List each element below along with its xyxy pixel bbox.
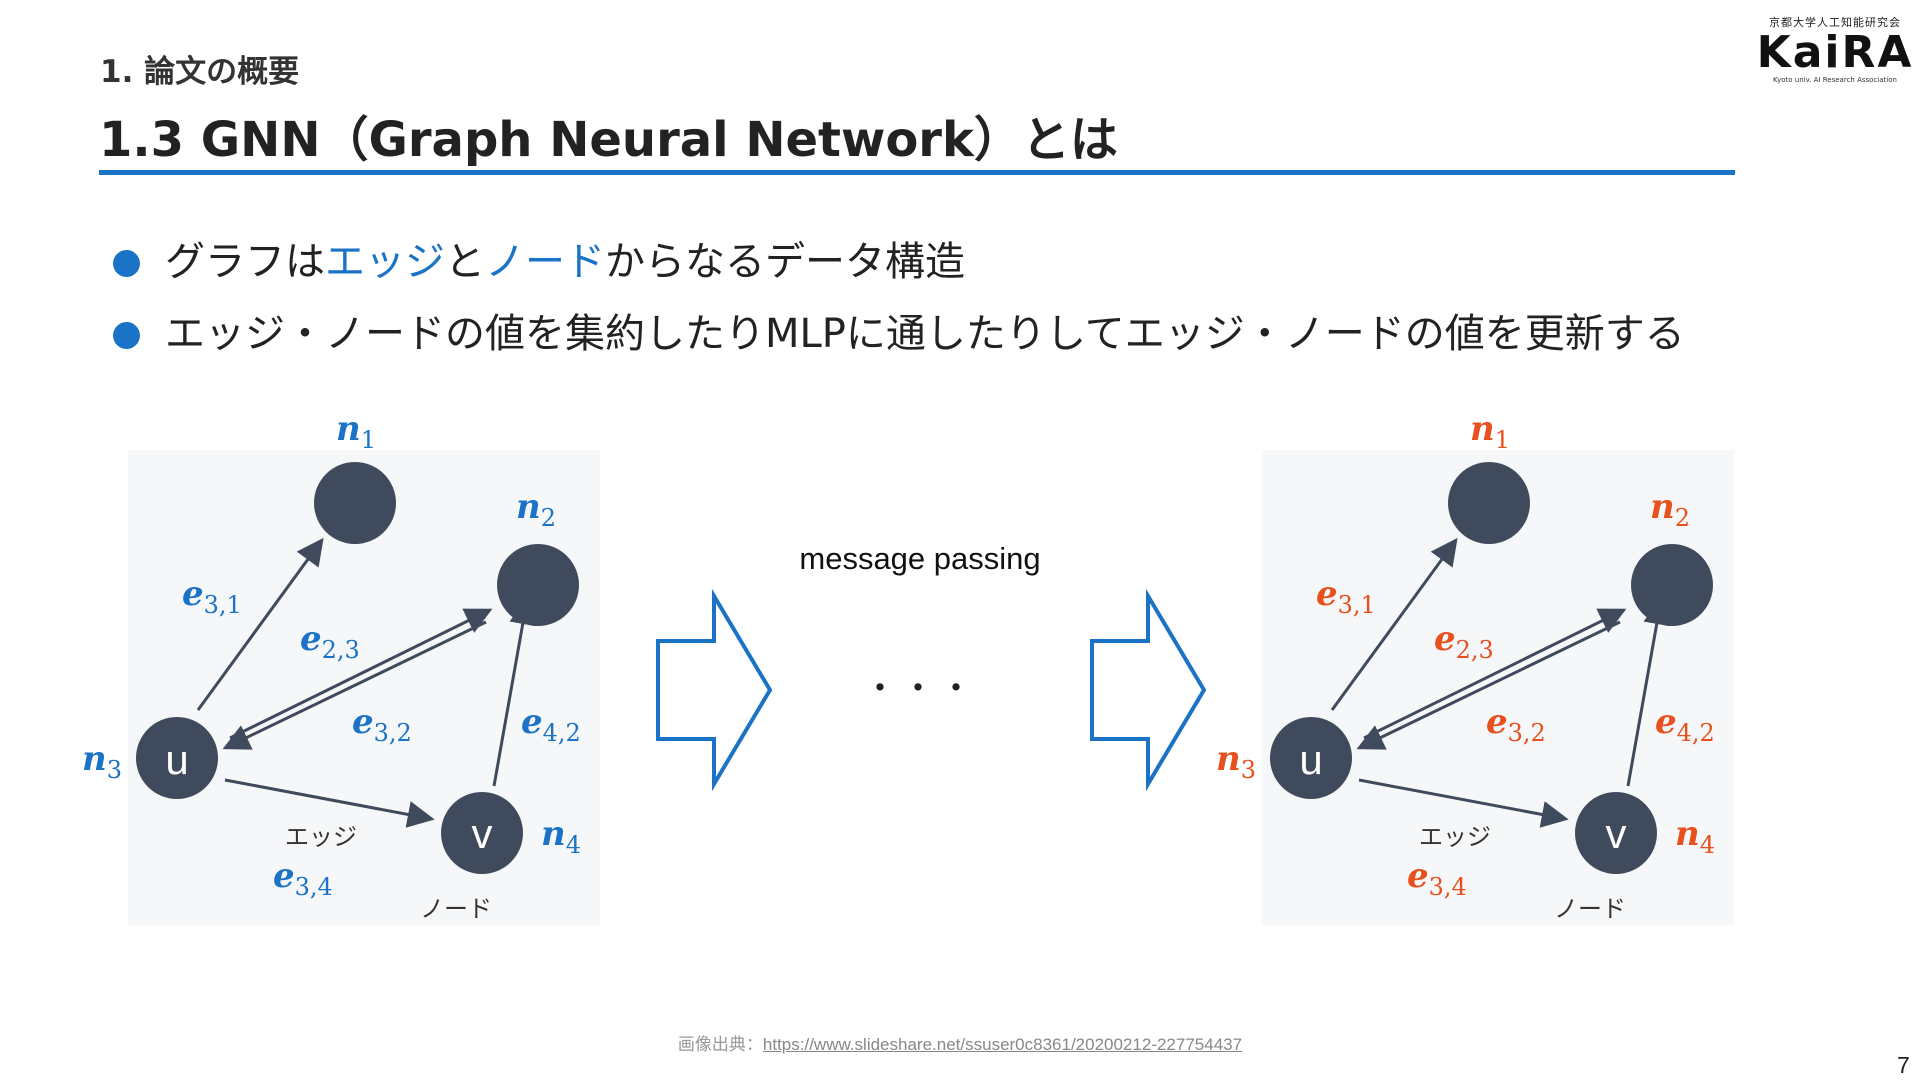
title-underline bbox=[99, 170, 1735, 175]
label-n2: n2 bbox=[516, 487, 556, 532]
kaira-logo: 京都大学人工知能研究会 KaiRA Kyoto univ. AI Researc… bbox=[1755, 14, 1915, 84]
edge-3-1 bbox=[1330, 537, 1458, 711]
bullet-dot-icon bbox=[113, 322, 140, 349]
edge-word-label: エッジ bbox=[285, 823, 357, 851]
logo-tagline: Kyoto univ. AI Research Association bbox=[1773, 76, 1897, 84]
label-e31: e3,1 bbox=[1316, 574, 1376, 619]
label-e42: e4,2 bbox=[1655, 702, 1715, 747]
node-2 bbox=[1631, 544, 1713, 626]
node-v-label: v bbox=[1606, 810, 1627, 857]
bullet-1-pre: グラフは bbox=[165, 239, 325, 285]
graph-before: u v エッジ ノード n1 n2 n3 n4 e3,1 e2,3 e3,2 e… bbox=[82, 409, 600, 925]
edge-2-3 bbox=[1356, 620, 1621, 750]
page-number: 7 bbox=[1897, 1052, 1910, 1078]
edge-3-2 bbox=[1363, 608, 1627, 740]
edge-3-1 bbox=[196, 537, 324, 711]
label-n3: n3 bbox=[82, 739, 122, 784]
edge-3-4 bbox=[224, 778, 435, 828]
label-e31: e3,1 bbox=[182, 574, 242, 619]
label-e32: e3,2 bbox=[1486, 702, 1546, 747]
right-arrow-icon bbox=[656, 588, 773, 792]
node-1 bbox=[1448, 462, 1530, 544]
edge-4-2 bbox=[492, 597, 537, 787]
bullet-1-mid: と bbox=[445, 239, 485, 285]
source-link[interactable]: https://www.slideshare.net/ssuser0c8361/… bbox=[762, 1035, 1243, 1054]
label-e42: e4,2 bbox=[521, 702, 581, 747]
label-e34: e3,4 bbox=[1407, 856, 1467, 901]
node-v bbox=[441, 792, 523, 874]
node-u bbox=[1270, 717, 1352, 799]
label-e23: e2,3 bbox=[1434, 619, 1494, 664]
bullet-1-post: からなるデータ構造 bbox=[605, 239, 965, 285]
bullet-1-edge-term: エッジ bbox=[325, 239, 445, 285]
label-e23: e2,3 bbox=[300, 619, 360, 664]
label-n4: n4 bbox=[541, 814, 581, 859]
label-e32: e3,2 bbox=[352, 702, 412, 747]
section-label: 1. 論文の概要 bbox=[100, 54, 300, 90]
edge-word-label: エッジ bbox=[1419, 823, 1491, 851]
bullet-list: グラフはエッジとノードからなるデータ構造 エッジ・ノードの値を集約したりMLPに… bbox=[113, 226, 1685, 370]
graph-after: u v エッジ ノード n1 n2 n3 n4 e3,1 e2,3 e3,2 e… bbox=[1216, 409, 1734, 925]
label-n1: n1 bbox=[336, 409, 376, 454]
bullet-dot-icon bbox=[113, 250, 140, 277]
label-n2: n2 bbox=[1650, 487, 1690, 532]
node-u bbox=[136, 717, 218, 799]
label-e34: e3,4 bbox=[273, 856, 333, 901]
node-word-label: ノード bbox=[420, 895, 492, 923]
bullet-2-text: エッジ・ノードの値を集約したりMLPに通したりしてエッジ・ノードの値を更新する bbox=[165, 311, 1685, 357]
source-label: 画像出典： bbox=[677, 1035, 763, 1054]
node-2 bbox=[497, 544, 579, 626]
node-v bbox=[1575, 792, 1657, 874]
image-source: 画像出典：https://www.slideshare.net/ssuser0c… bbox=[0, 1030, 1920, 1055]
edge-4-2 bbox=[1626, 597, 1671, 787]
edge-2-3 bbox=[222, 620, 487, 750]
node-u-label: u bbox=[165, 736, 188, 783]
label-n4: n4 bbox=[1675, 814, 1715, 859]
node-u-label: u bbox=[1299, 736, 1322, 783]
node-v-label: v bbox=[472, 810, 493, 857]
right-arrow-icon bbox=[1090, 588, 1207, 792]
node-word-label: ノード bbox=[1554, 895, 1626, 923]
logo-name: KaiRA bbox=[1756, 27, 1914, 78]
slide-title: 1.3 GNN（Graph Neural Network）とは bbox=[99, 112, 1118, 168]
label-n1: n1 bbox=[1470, 409, 1510, 454]
ellipsis: ・・・ bbox=[863, 669, 977, 709]
bullet-1-node-term: ノード bbox=[485, 239, 605, 285]
edge-3-2 bbox=[229, 608, 493, 740]
node-1 bbox=[314, 462, 396, 544]
label-n3: n3 bbox=[1216, 739, 1256, 784]
message-passing-label: message passing bbox=[799, 541, 1040, 576]
logo-subtitle: 京都大学人工知能研究会 bbox=[1769, 16, 1901, 29]
edge-3-4 bbox=[1358, 778, 1569, 828]
bullet-item-1: グラフはエッジとノードからなるデータ構造 bbox=[113, 226, 1685, 298]
bullet-item-2: エッジ・ノードの値を集約したりMLPに通したりしてエッジ・ノードの値を更新する bbox=[113, 298, 1685, 370]
